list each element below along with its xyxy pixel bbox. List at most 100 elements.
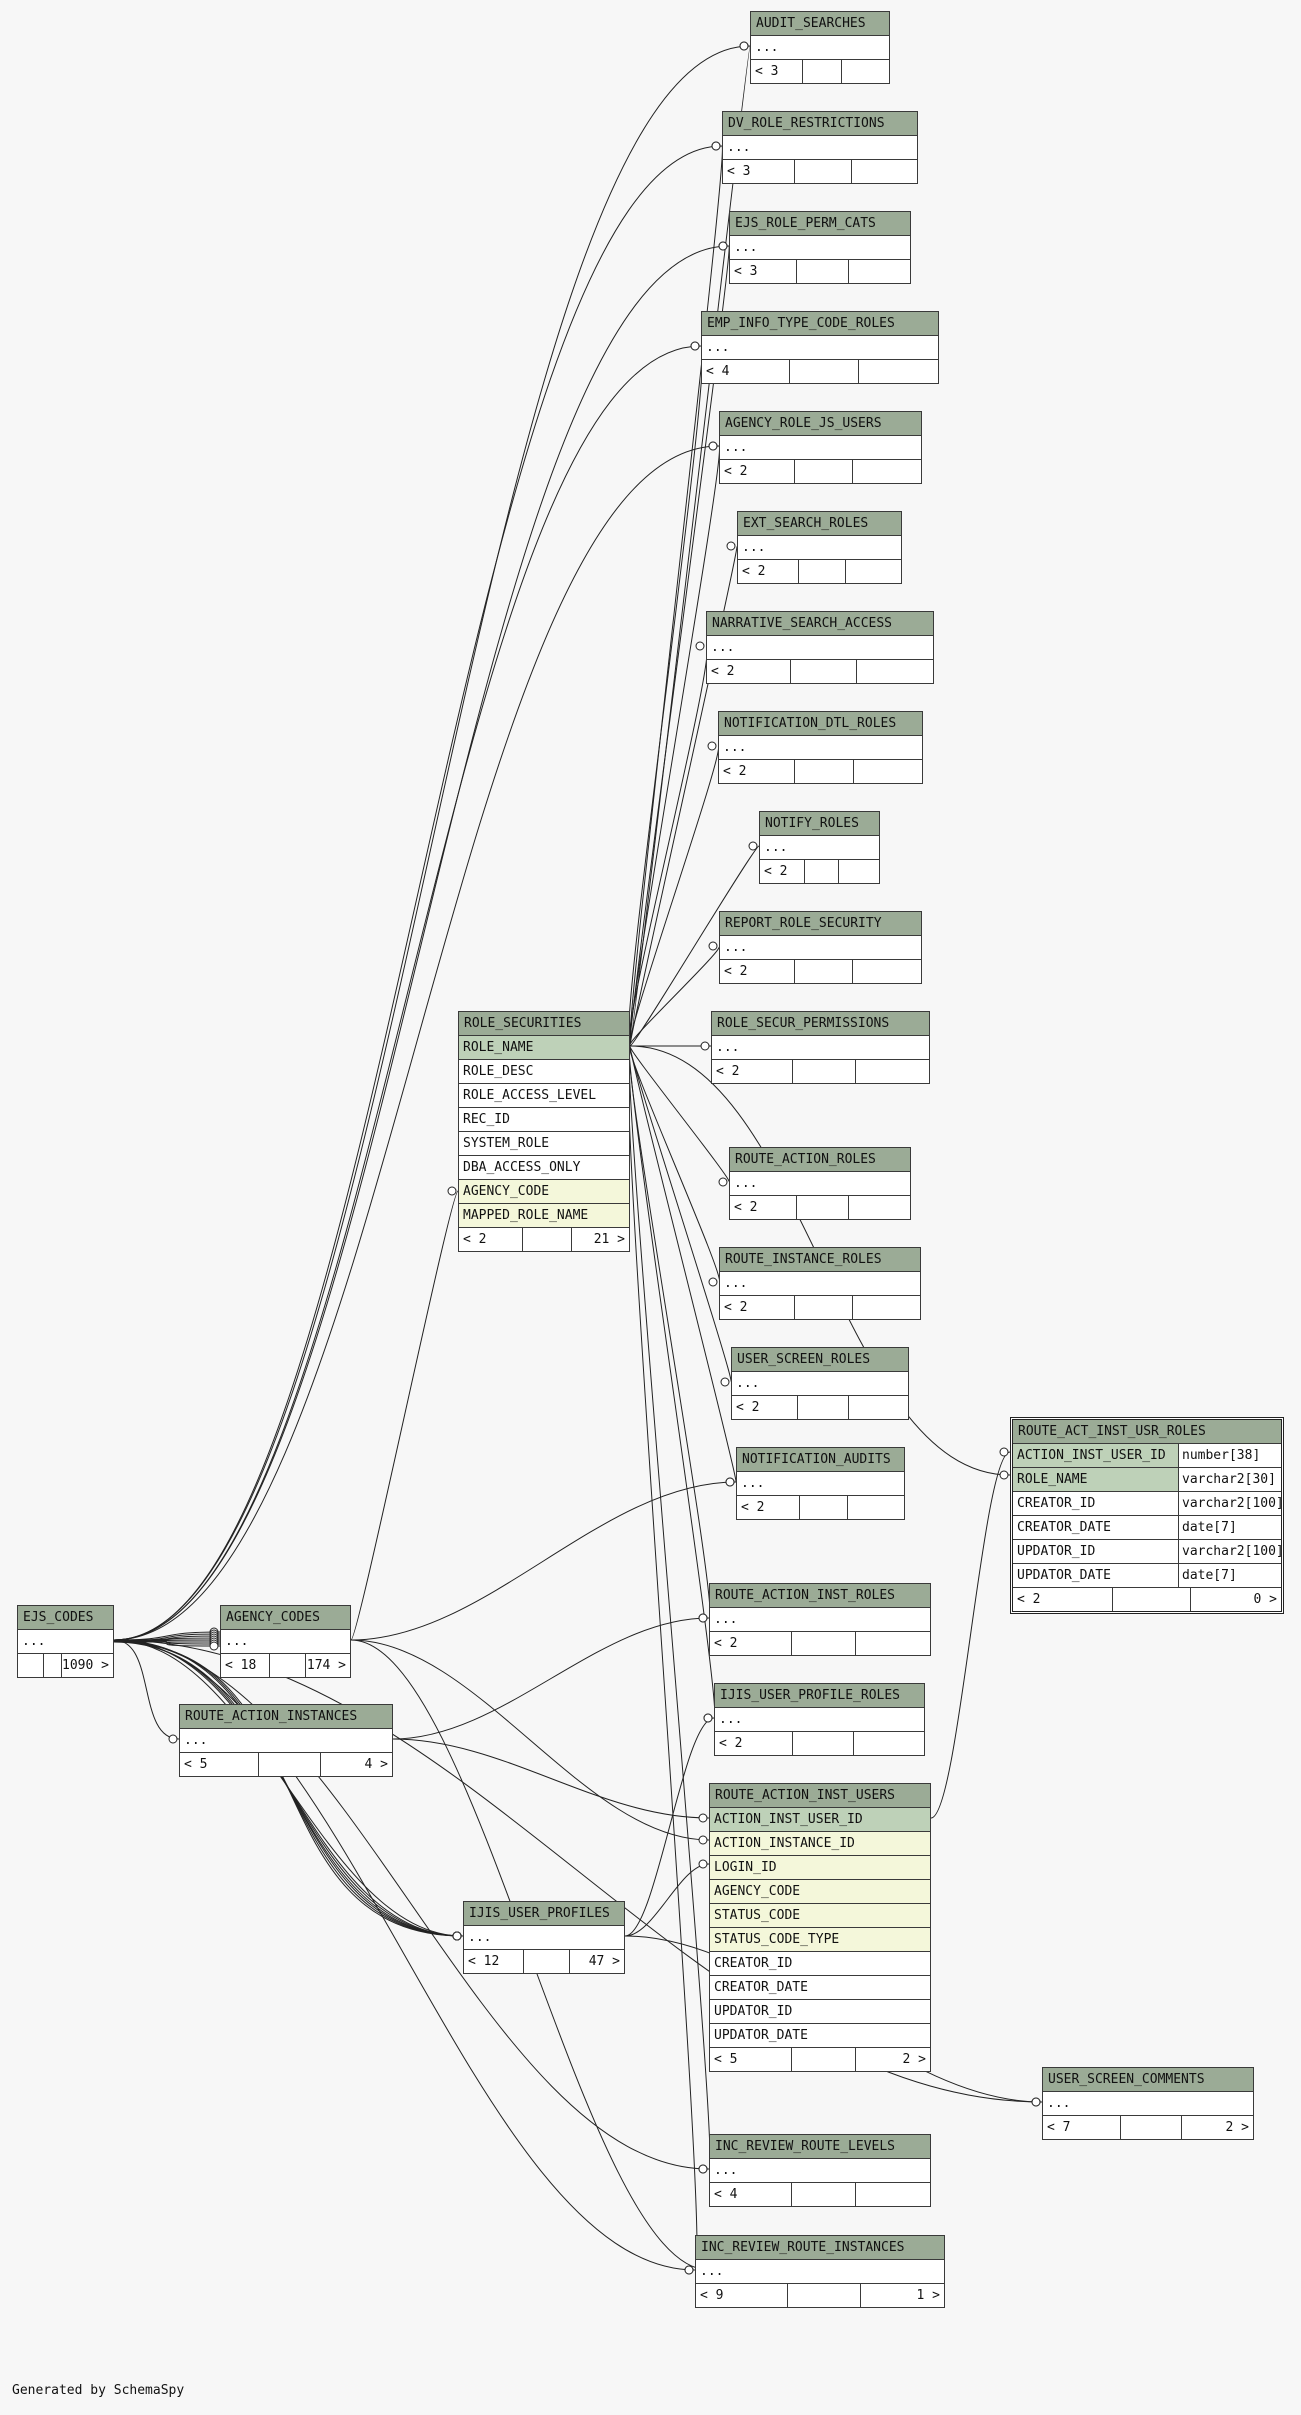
children-count[interactable] xyxy=(856,1632,930,1655)
table-title[interactable]: EJS_CODES xyxy=(18,1606,113,1630)
table-title[interactable]: ROUTE_INSTANCE_ROLES xyxy=(720,1248,920,1272)
parents-count[interactable]: < 2 xyxy=(738,560,800,583)
parents-count[interactable]: < 2 xyxy=(720,1296,795,1319)
table-title[interactable]: NOTIFICATION_AUDITS xyxy=(737,1448,904,1472)
parents-count[interactable]: < 2 xyxy=(732,1396,798,1419)
children-count[interactable] xyxy=(853,1296,920,1319)
children-count[interactable] xyxy=(849,1396,908,1419)
table-title[interactable]: ROUTE_ACTION_ROLES xyxy=(730,1148,910,1172)
parents-count[interactable]: < 2 xyxy=(720,460,796,483)
children-count[interactable] xyxy=(854,760,922,783)
table-dv-role-restrictions[interactable]: DV_ROLE_RESTRICTIONS...< 3 xyxy=(722,111,918,184)
children-count[interactable]: 174 > xyxy=(306,1658,347,1673)
table-notify-roles[interactable]: NOTIFY_ROLES...< 2 xyxy=(759,811,880,884)
table-role-secur-permissions[interactable]: ROLE_SECUR_PERMISSIONS...< 2 xyxy=(711,1011,930,1084)
table-title[interactable]: AGENCY_CODES xyxy=(221,1606,350,1630)
parents-count[interactable]: < 3 xyxy=(723,160,796,183)
table-title[interactable]: ROUTE_ACT_INST_USR_ROLES xyxy=(1013,1420,1281,1444)
table-title[interactable]: AGENCY_ROLE_JS_USERS xyxy=(720,412,921,436)
parents-count[interactable]: < 2 xyxy=(707,660,792,683)
parents-count[interactable]: < 18 xyxy=(221,1654,270,1677)
parents-count[interactable]: < 12 xyxy=(464,1950,524,1973)
children-count[interactable] xyxy=(853,460,921,483)
parents-count[interactable]: < 4 xyxy=(702,360,790,383)
table-ext-search-roles[interactable]: EXT_SEARCH_ROLES...< 2 xyxy=(737,511,902,584)
parents-count[interactable]: < 9 xyxy=(696,2284,789,2307)
table-title[interactable]: REPORT_ROLE_SECURITY xyxy=(720,912,921,936)
parents-count[interactable]: < 3 xyxy=(751,60,803,83)
table-ejs-role-perm-cats[interactable]: EJS_ROLE_PERM_CATS...< 3 xyxy=(729,211,911,284)
table-report-role-security[interactable]: REPORT_ROLE_SECURITY...< 2 xyxy=(719,911,922,984)
table-agency-role-js-users[interactable]: AGENCY_ROLE_JS_USERS...< 2 xyxy=(719,411,922,484)
table-route-instance-roles[interactable]: ROUTE_INSTANCE_ROLES...< 2 xyxy=(719,1247,921,1320)
children-count[interactable]: 2 > xyxy=(1225,2120,1249,2135)
table-title[interactable]: USER_SCREEN_ROLES xyxy=(732,1348,908,1372)
table-title[interactable]: EMP_INFO_TYPE_CODE_ROLES xyxy=(702,312,938,336)
children-count[interactable] xyxy=(839,860,879,883)
parents-count[interactable]: < 2 xyxy=(720,960,796,983)
table-inc-review-route-levels[interactable]: INC_REVIEW_ROUTE_LEVELS...< 4 xyxy=(709,2134,931,2207)
children-count[interactable]: 47 > xyxy=(588,1954,620,1969)
table-title[interactable]: ROUTE_ACTION_INST_USERS xyxy=(710,1784,930,1808)
parents-count[interactable]: < 2 xyxy=(719,760,795,783)
children-count[interactable]: 0 > xyxy=(1253,1592,1277,1607)
table-ejs-codes[interactable]: EJS_CODES...1090 > xyxy=(17,1605,114,1678)
table-narrative-search-access[interactable]: NARRATIVE_SEARCH_ACCESS...< 2 xyxy=(706,611,934,684)
children-count[interactable] xyxy=(854,1732,924,1755)
table-title[interactable]: ROLE_SECUR_PERMISSIONS xyxy=(712,1012,929,1036)
table-notification-audits[interactable]: NOTIFICATION_AUDITS...< 2 xyxy=(736,1447,905,1520)
table-title[interactable]: IJIS_USER_PROFILE_ROLES xyxy=(715,1684,924,1708)
table-user-screen-roles[interactable]: USER_SCREEN_ROLES...< 2 xyxy=(731,1347,909,1420)
children-count[interactable] xyxy=(846,560,901,583)
table-title[interactable]: NARRATIVE_SEARCH_ACCESS xyxy=(707,612,933,636)
parents-count[interactable] xyxy=(18,1654,44,1677)
parents-count[interactable]: < 2 xyxy=(760,860,805,883)
parents-count[interactable]: < 4 xyxy=(710,2183,792,2206)
children-count[interactable]: 4 > xyxy=(364,1757,388,1772)
children-count[interactable] xyxy=(859,360,938,383)
children-count[interactable] xyxy=(842,60,889,83)
table-notification-dtl-roles[interactable]: NOTIFICATION_DTL_ROLES...< 2 xyxy=(718,711,923,784)
children-count[interactable] xyxy=(856,2183,930,2206)
table-title[interactable]: EXT_SEARCH_ROLES xyxy=(738,512,901,536)
table-route-action-inst-roles[interactable]: ROUTE_ACTION_INST_ROLES...< 2 xyxy=(709,1583,931,1656)
parents-count[interactable]: < 7 xyxy=(1043,2116,1122,2139)
table-title[interactable]: NOTIFICATION_DTL_ROLES xyxy=(719,712,922,736)
parents-count[interactable]: < 2 xyxy=(715,1732,793,1755)
children-count[interactable] xyxy=(852,160,917,183)
children-count[interactable] xyxy=(848,1496,904,1519)
children-count[interactable]: 1090 > xyxy=(62,1658,109,1673)
children-count[interactable] xyxy=(856,1060,929,1083)
parents-count[interactable]: < 2 xyxy=(459,1228,523,1251)
table-title[interactable]: DV_ROLE_RESTRICTIONS xyxy=(723,112,917,136)
table-title[interactable]: NOTIFY_ROLES xyxy=(760,812,879,836)
table-title[interactable]: ROUTE_ACTION_INST_ROLES xyxy=(710,1584,930,1608)
table-title[interactable]: IJIS_USER_PROFILES xyxy=(464,1902,624,1926)
parents-count[interactable]: < 5 xyxy=(710,2048,792,2071)
parents-count[interactable]: < 2 xyxy=(710,1632,792,1655)
children-count[interactable]: 1 > xyxy=(916,2288,940,2303)
table-title[interactable]: USER_SCREEN_COMMENTS xyxy=(1043,2068,1253,2092)
table-ijis-user-profile-roles[interactable]: IJIS_USER_PROFILE_ROLES...< 2 xyxy=(714,1683,925,1756)
table-emp-info-type-code-roles[interactable]: EMP_INFO_TYPE_CODE_ROLES...< 4 xyxy=(701,311,939,384)
parents-count[interactable]: < 2 xyxy=(730,1196,798,1219)
children-count[interactable] xyxy=(857,660,933,683)
children-count[interactable] xyxy=(849,260,910,283)
table-title[interactable]: ROLE_SECURITIES xyxy=(459,1012,629,1036)
table-title[interactable]: AUDIT_SEARCHES xyxy=(751,12,889,36)
table-title[interactable]: INC_REVIEW_ROUTE_INSTANCES xyxy=(696,2236,944,2260)
table-route-action-roles[interactable]: ROUTE_ACTION_ROLES...< 2 xyxy=(729,1147,911,1220)
parents-count[interactable]: < 2 xyxy=(712,1060,793,1083)
parents-count[interactable]: < 2 xyxy=(737,1496,800,1519)
table-title[interactable]: ROUTE_ACTION_INSTANCES xyxy=(180,1705,392,1729)
parents-count[interactable]: < 5 xyxy=(180,1753,260,1776)
table-audit-searches[interactable]: AUDIT_SEARCHES...< 3 xyxy=(750,11,890,84)
parents-count[interactable]: < 2 xyxy=(1013,1588,1113,1611)
children-count[interactable] xyxy=(853,960,921,983)
